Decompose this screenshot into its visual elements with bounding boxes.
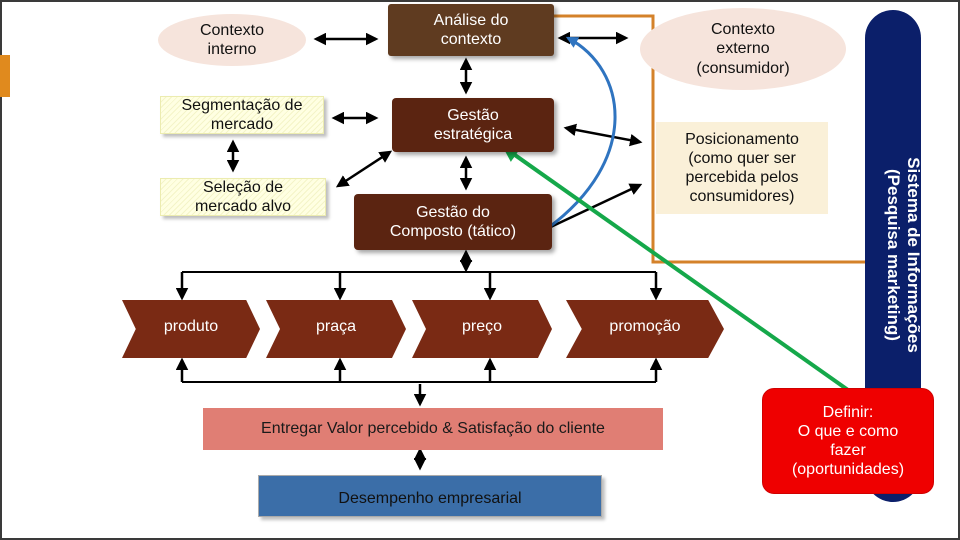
mix-produto-label: produto (163, 318, 219, 336)
feedback-blue-curve (547, 36, 617, 230)
mix-praca: praça (266, 300, 406, 358)
node-contexto-interno: Contexto interno (158, 14, 306, 66)
slide-accent-bar (0, 55, 10, 97)
node-selecao-label: Seleção de mercado alvo (194, 178, 292, 215)
mix-preco: preço (412, 300, 552, 358)
node-segmentacao-label: Segmentação de mercado (181, 96, 303, 133)
node-entregar-valor-label: Entregar Valor percebido & Satisfação do… (261, 420, 605, 438)
node-entregar-valor: Entregar Valor percebido & Satisfação do… (203, 408, 663, 450)
node-contexto-externo: Contexto externo (consumidor) (640, 8, 846, 90)
feedback-orange-loop (651, 120, 866, 264)
mix-promocao: promoção (566, 300, 724, 358)
node-analise-contexto-label: Análise do contexto (433, 11, 509, 48)
feedback-orange-top (531, 9, 655, 120)
node-desempenho: Desempenho empresarial (258, 475, 602, 517)
mix-produto: produto (122, 300, 260, 358)
node-posicionamento: Posicionamento (como quer ser percebida … (656, 122, 828, 214)
node-contexto-externo-label: Contexto externo (consumidor) (696, 21, 790, 77)
node-gestao-estrategica-label: Gestão estratégica (433, 106, 513, 143)
feedback-green-line (502, 146, 850, 392)
arrow-selecao-gestao (335, 150, 393, 188)
callout-definir-label: Definir: O que e como fazer (oportunidad… (791, 403, 905, 479)
node-posicionamento-label: Posicionamento (como quer ser percebida … (685, 130, 799, 206)
node-desempenho-label: Desempenho empresarial (338, 489, 522, 507)
node-gestao-composto-label: Gestão do Composto (tático) (389, 203, 517, 240)
node-analise-contexto: Análise do contexto (388, 4, 554, 56)
mix-promocao-label: promoção (609, 318, 681, 336)
node-selecao: Seleção de mercado alvo (160, 178, 326, 216)
node-gestao-composto: Gestão do Composto (tático) (354, 194, 552, 250)
mix-praca-label: praça (315, 318, 357, 336)
node-contexto-interno-label: Contexto interno (199, 21, 265, 58)
node-segmentacao: Segmentação de mercado (160, 96, 324, 134)
callout-definir: Definir: O que e como fazer (oportunidad… (762, 388, 934, 494)
node-gestao-estrategica: Gestão estratégica (392, 98, 554, 152)
mix-preco-label: preço (461, 318, 503, 336)
arrow-gestao-posicionamento (563, 123, 643, 147)
